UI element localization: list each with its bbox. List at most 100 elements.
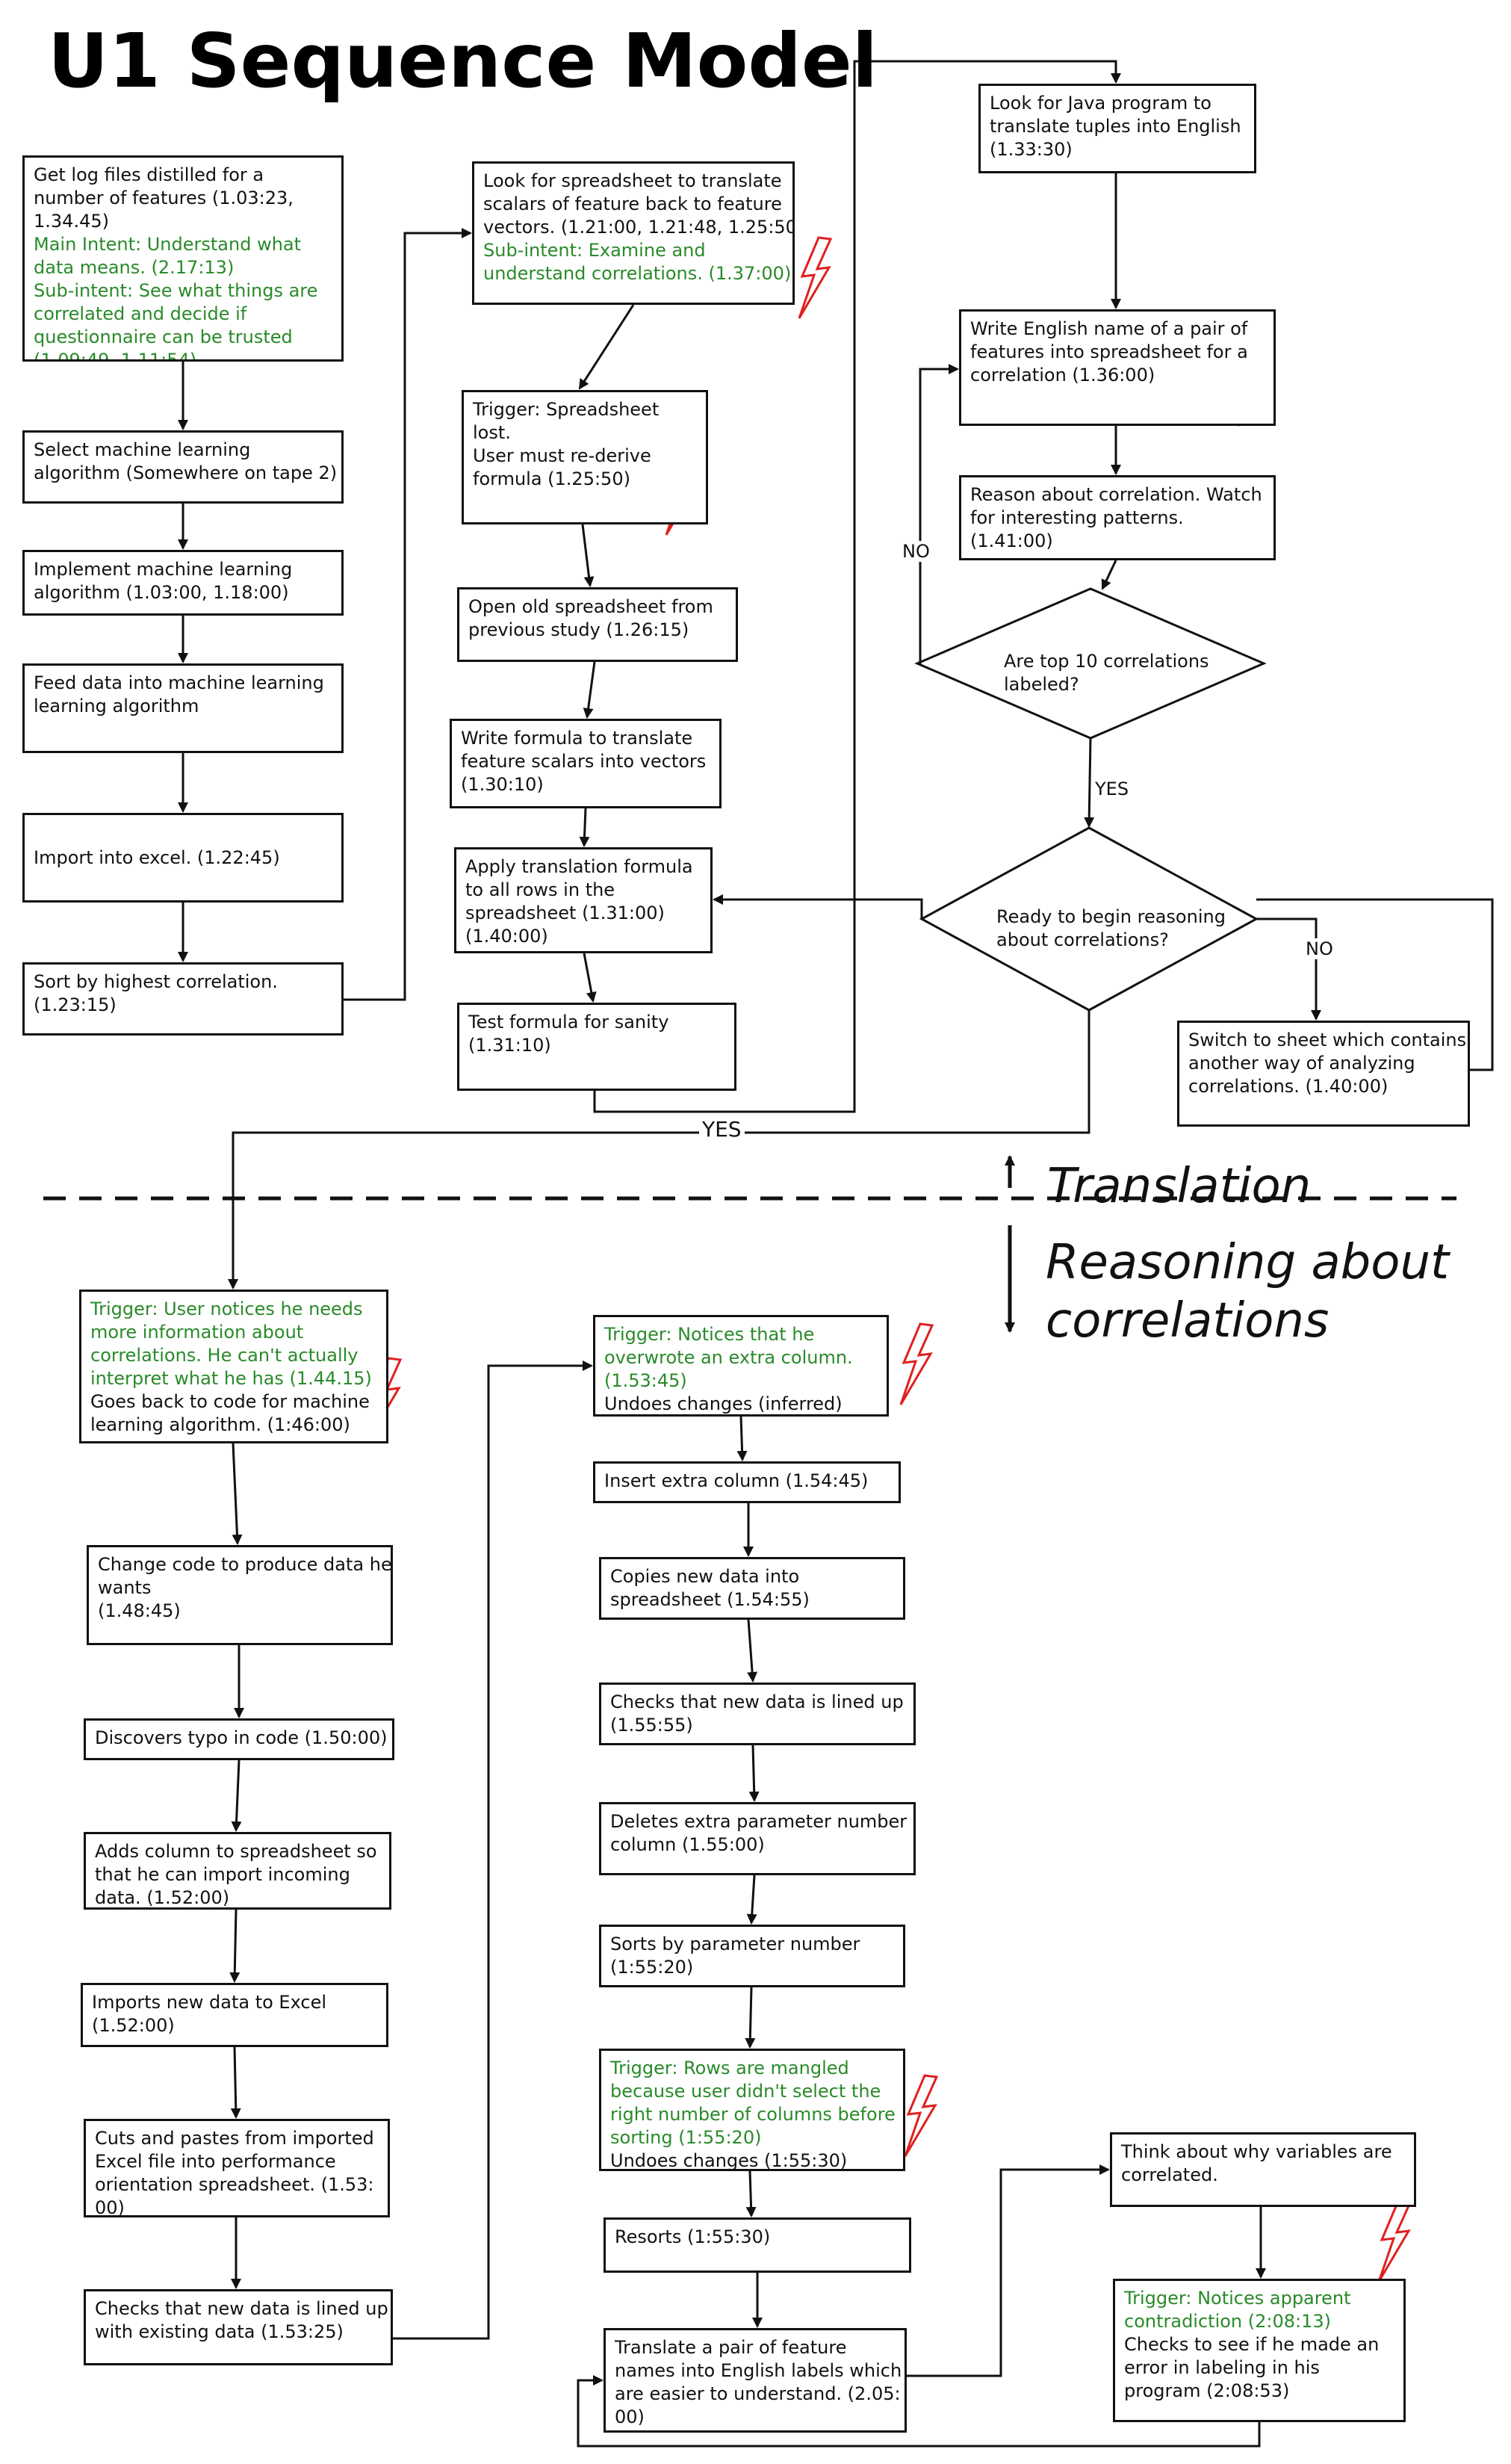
box-text-line: (1.48:45) (98, 1600, 181, 1621)
box-text-line: Sub-intent: See what things are (34, 280, 318, 301)
box-text-line: learning algorithm (34, 696, 199, 716)
lightning-bolt-icon (798, 236, 833, 319)
connector-arrow (579, 808, 590, 847)
box-text-line: wants (98, 1577, 152, 1598)
box-text-line: scalars of feature back to feature (483, 194, 782, 214)
box-text-line: Cuts and pastes from imported (95, 2128, 374, 2149)
box-text-line: formula (1.25:50) (473, 468, 630, 489)
box-text-line: 00) (615, 2406, 645, 2427)
label-no-top: NO (899, 541, 933, 562)
box-text-line: (1.30:10) (461, 774, 544, 795)
box-text-line: vectors. (1.21:00, 1.21:48, 1.25:50) (483, 217, 795, 238)
connector-arrow (917, 364, 959, 665)
box-text-line: Test formula for sanity (468, 1012, 669, 1033)
step-get-log-files: Get log files distilled for a number of f… (22, 155, 344, 362)
connector-arrow (1101, 560, 1117, 590)
connector-line (1256, 898, 1494, 1071)
box-text-line: Checks that new data is lined up (95, 2298, 388, 2319)
box-text-line: number of features (1.03:23, (34, 188, 294, 208)
box-text-line: User must re-derive (473, 445, 651, 466)
box-text-line: (1:55:20) (610, 1957, 694, 1978)
box-text-line: with existing data (1.53:25) (95, 2321, 344, 2342)
box-text-line: more information about (90, 1322, 304, 1343)
box-text-line: sorting (1:55:20) (610, 2127, 762, 2148)
box-text-line: Main Intent: Understand what (34, 234, 302, 255)
connector-arrow (229, 1909, 241, 1983)
box-text-line: (1.52:00) (92, 2015, 175, 2036)
box-text-line: Goes back to code for machine (90, 1391, 370, 1412)
step-resorts: Resorts (1:55:30) (604, 2217, 911, 2273)
box-text-line: contradiction (2:08:13) (1124, 2311, 1332, 2332)
section-reasoning-line2: correlations (1046, 1293, 1330, 1349)
box-text-line: spreadsheet (1.54:55) (610, 1589, 810, 1610)
box-text-line: lost. (473, 422, 511, 443)
box-text-line: Open old spreadsheet from (468, 596, 713, 617)
box-text-line: Excel file into performance (95, 2151, 336, 2172)
connector-arrow (907, 2164, 1110, 2377)
box-text-line: Translate a pair of feature (615, 2337, 847, 2358)
box-text-line: (1.55:55) (610, 1715, 693, 1736)
box-text-line: correlation (1.36:00) (970, 365, 1155, 386)
box-text-line: translate tuples into English (990, 116, 1241, 137)
box-text-line: Undoes changes (1:55:30) (610, 2150, 848, 2171)
label-yes-long: YES (699, 1119, 745, 1140)
box-text-line: 1.34.45) (34, 211, 109, 232)
box-text-line: Sub-intent: Examine and (483, 240, 706, 261)
box-text-line: spreadsheet (1.31:00) (465, 903, 665, 923)
connector-arrow (581, 524, 595, 587)
box-text-line: Resorts (1:55:30) (615, 2226, 771, 2247)
box-text-line: Adds column to spreadsheet so (95, 1841, 377, 1862)
diamond-text-line: Are top 10 correlations (1004, 651, 1209, 672)
step-checks-new-data: Checks that new data is lined up (1.55:55… (599, 1683, 916, 1745)
connector-arrow (393, 1361, 593, 2340)
step-insert-extra-column: Insert extra column (1.54:45) (593, 1461, 901, 1503)
box-text-line: right number of columns before (610, 2104, 896, 2125)
box-text-line: error in labeling in his (1124, 2357, 1320, 2378)
box-text-line: Checks that new data is lined up (610, 1691, 904, 1712)
connector-arrow (583, 661, 596, 719)
box-text-line: data means. (2.17:13) (34, 257, 235, 278)
connector-arrow (746, 1875, 757, 1925)
box-text-line: Select machine learning (34, 439, 251, 460)
connector-arrow (230, 2046, 241, 2119)
box-text-line: (1.53:45) (604, 1370, 687, 1391)
box-text-line: Change code to produce data he (98, 1554, 392, 1575)
box-text-line: (1.23:15) (34, 994, 117, 1015)
label-yes-diamond: YES (1092, 778, 1132, 799)
box-text-line: Sorts by parameter number (610, 1934, 860, 1954)
box-text-line: Trigger: Spreadsheet (473, 399, 660, 420)
box-text-line: Reason about correlation. Watch (970, 484, 1262, 505)
connector-arrow (1256, 917, 1321, 1021)
step-sort-correlation: Sort by highest correlation.(1.23:15) (22, 962, 344, 1036)
box-text-line: because user didn't select the (610, 2081, 881, 2102)
box-text-line: Checks to see if he made an (1124, 2334, 1380, 2355)
box-text-line: Copies new data into (610, 1566, 800, 1587)
box-text-line: Get log files distilled for a (34, 164, 264, 185)
box-text-line: Imports new data to Excel (92, 1992, 327, 2013)
connector-arrow (344, 228, 472, 1001)
box-text-line: Apply translation formula (465, 856, 693, 877)
section-translation: Translation (1047, 1159, 1312, 1214)
box-text-line: Trigger: Notices apparent (1124, 2288, 1351, 2309)
box-text-line: features into spreadsheet for a (970, 341, 1248, 362)
lightning-bolt-icon (899, 1322, 934, 1405)
box-text-line: (1.33:30) (990, 139, 1073, 160)
connector-arrow (593, 60, 1121, 1113)
step-import-excel: Import into excel. (1.22:45) (22, 813, 344, 903)
connector-arrow (577, 2375, 1261, 2448)
connector-arrow (713, 894, 923, 919)
